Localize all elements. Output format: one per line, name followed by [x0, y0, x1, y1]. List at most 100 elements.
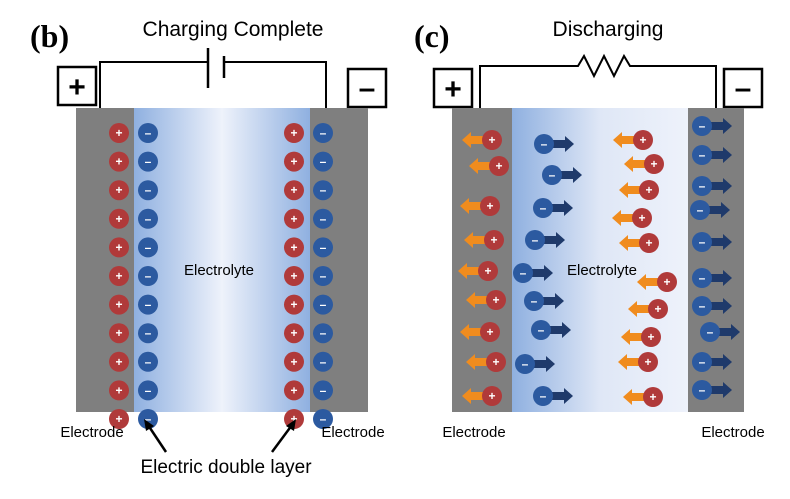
- anion-sign: –: [320, 355, 327, 369]
- cation-sign: +: [492, 293, 499, 307]
- arrow-left-icon: [619, 235, 641, 251]
- anion-sign: –: [699, 271, 706, 285]
- panel-b-wire: [99, 61, 327, 108]
- cation-icon: [109, 351, 129, 372]
- cation-icon: [482, 130, 502, 150]
- cation-icon: [284, 266, 304, 286]
- cation-sign: +: [484, 264, 491, 278]
- arrow-left-icon: [469, 158, 491, 174]
- anion-icon: [313, 208, 333, 229]
- anion-sign: –: [320, 240, 327, 254]
- cation-icon: [639, 180, 659, 200]
- anion-sign: –: [145, 183, 152, 197]
- arrow-right-icon: [710, 178, 732, 194]
- cation-sign: +: [290, 212, 297, 226]
- anion-sign: –: [699, 235, 706, 249]
- anion-sign: –: [532, 233, 539, 247]
- anion-sign: –: [145, 326, 152, 340]
- arrow-left-icon: [462, 388, 484, 404]
- cation-icon: [478, 261, 498, 281]
- arrow-right-icon: [560, 167, 582, 183]
- panel-c: (c) Discharging + – +++++++++++++++++++–…: [414, 18, 765, 441]
- cation-sign: +: [115, 412, 122, 426]
- anion-icon: [534, 134, 554, 154]
- arrow-right-icon: [710, 118, 732, 134]
- arrow-left-icon: [464, 232, 486, 248]
- cation-sign: +: [645, 183, 652, 197]
- anion-sign: –: [320, 298, 327, 312]
- arrow-right-icon: [551, 388, 573, 404]
- cation-icon: [284, 323, 304, 344]
- arrow-left-icon: [466, 354, 488, 370]
- cation-icon: [482, 386, 502, 406]
- cation-sign: +: [495, 159, 502, 173]
- panel-c-plus-sign: +: [444, 73, 462, 106]
- panel-b-negative-terminal: [346, 67, 388, 109]
- cation-sign: +: [490, 233, 497, 247]
- anion-icon: [138, 208, 158, 229]
- cation-icon: [109, 180, 129, 201]
- anion-icon: [138, 237, 158, 258]
- double-layer-arrowhead-left: [144, 419, 154, 431]
- anion-sign: –: [145, 212, 152, 226]
- arrow-left-icon: [462, 132, 484, 148]
- cation-icon: [284, 151, 304, 172]
- anion-sign: –: [522, 357, 529, 371]
- anion-icon: [313, 123, 333, 143]
- cation-icon: [109, 123, 129, 143]
- anion-icon: [515, 354, 535, 374]
- arrow-right-icon: [710, 147, 732, 163]
- cation-icon: [284, 123, 304, 143]
- panel-b-positive-terminal: [56, 65, 98, 107]
- anion-sign: –: [531, 294, 538, 308]
- cation-icon: [109, 294, 129, 315]
- panel-b-minus-sign: –: [359, 72, 376, 105]
- double-layer-arrowhead-right: [286, 419, 296, 431]
- arrow-right-icon: [531, 265, 553, 281]
- cation-icon: [638, 352, 658, 372]
- anion-sign: –: [145, 126, 152, 140]
- cation-sign: +: [290, 126, 297, 140]
- arrow-left-icon: [460, 324, 482, 340]
- cation-sign: +: [650, 157, 657, 171]
- cation-sign: +: [647, 330, 654, 344]
- arrow-right-icon: [542, 293, 564, 309]
- anion-icon: [138, 266, 158, 286]
- anion-sign: –: [320, 326, 327, 340]
- anion-icon: [313, 266, 333, 286]
- cation-icon: [486, 290, 506, 310]
- cation-sign: +: [290, 240, 297, 254]
- arrow-right-icon: [543, 232, 565, 248]
- cation-icon: [484, 230, 504, 250]
- cation-icon: [109, 323, 129, 344]
- cation-icon: [633, 130, 653, 150]
- anion-sign: –: [699, 299, 706, 313]
- arrow-left-icon: [624, 156, 646, 172]
- anion-icon: [692, 296, 712, 316]
- arrow-left-icon: [619, 182, 641, 198]
- anion-icon: [542, 165, 562, 185]
- anion-sign: –: [320, 155, 327, 169]
- anion-sign: –: [538, 323, 545, 337]
- panel-c-label: (c): [414, 18, 450, 54]
- cation-sign: +: [290, 298, 297, 312]
- anion-icon: [313, 351, 333, 372]
- cation-icon: [643, 387, 663, 407]
- anion-icon: [692, 380, 712, 400]
- cation-sign: +: [290, 326, 297, 340]
- panel-c-electrolyte-label: Electrolyte: [567, 262, 637, 279]
- cation-sign: +: [115, 183, 122, 197]
- panel-b-right-electrode-label: Electrode: [321, 424, 384, 441]
- anion-sign: –: [707, 325, 714, 339]
- panel-b-plus-sign: +: [68, 71, 86, 104]
- arrow-left-icon: [466, 292, 488, 308]
- anion-sign: –: [320, 183, 327, 197]
- cation-icon: [109, 380, 129, 401]
- arrow-right-icon: [710, 354, 732, 370]
- cation-icon: [639, 233, 659, 253]
- cation-icon: [641, 327, 661, 347]
- anion-sign: –: [541, 137, 548, 151]
- anion-sign: –: [320, 383, 327, 397]
